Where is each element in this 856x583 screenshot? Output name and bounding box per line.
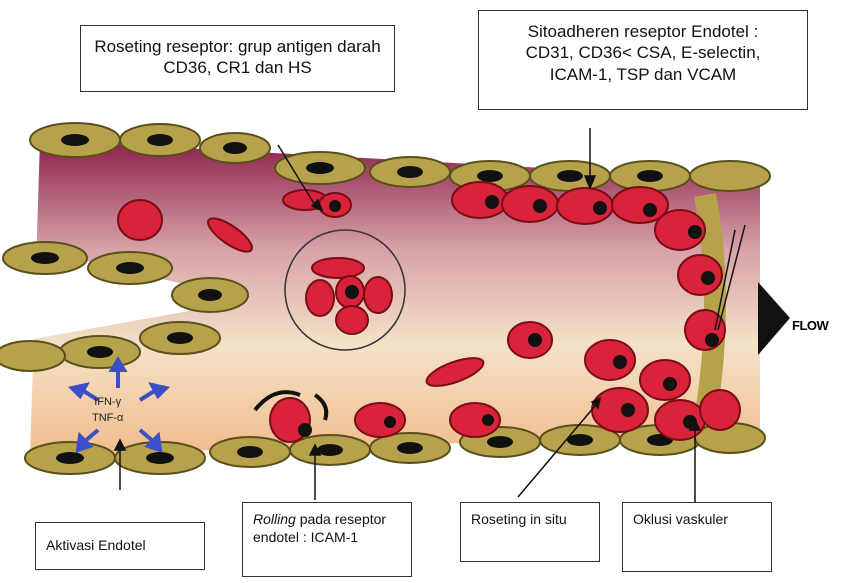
- callout-sitoadheren-line3: ICAM-1, TSP dan VCAM: [487, 64, 799, 85]
- callout-sitoadheren-line2: CD31, CD36< CSA, E-selectin,: [487, 42, 799, 63]
- callout-rolling: Rolling pada reseptor endotel : ICAM-1: [242, 502, 412, 577]
- tnf-label: TNF-α: [92, 411, 123, 427]
- callout-aktivasi-endotel: Aktivasi Endotel: [35, 522, 205, 570]
- callout-roseting-in-situ: Roseting in situ: [460, 502, 600, 562]
- callout-sitoadheren: Sitoadheren reseptor Endotel : CD31, CD3…: [478, 10, 808, 110]
- cytokine-labels: IFN-γ TNF-α: [92, 395, 123, 427]
- flow-arrow-icon: [758, 282, 790, 355]
- flow-label: FLOW: [792, 318, 828, 333]
- callout-roseting-reseptor: Roseting reseptor: grup antigen darah CD…: [80, 25, 395, 92]
- callout-roseting-situ-text: Roseting in situ: [471, 511, 567, 527]
- callout-oklusi-text: Oklusi vaskuler: [633, 511, 728, 527]
- callout-sitoadheren-line1: Sitoadheren reseptor Endotel :: [487, 21, 799, 42]
- callout-oklusi-vaskuler: Oklusi vaskuler: [622, 502, 772, 572]
- callout-roseting-text: Roseting reseptor: grup antigen darah CD…: [94, 37, 380, 77]
- endothelium-right: [705, 195, 715, 420]
- callout-rolling-em: Rolling: [253, 511, 296, 527]
- ifn-label: IFN-γ: [92, 395, 123, 411]
- callout-aktivasi-text: Aktivasi Endotel: [46, 537, 146, 553]
